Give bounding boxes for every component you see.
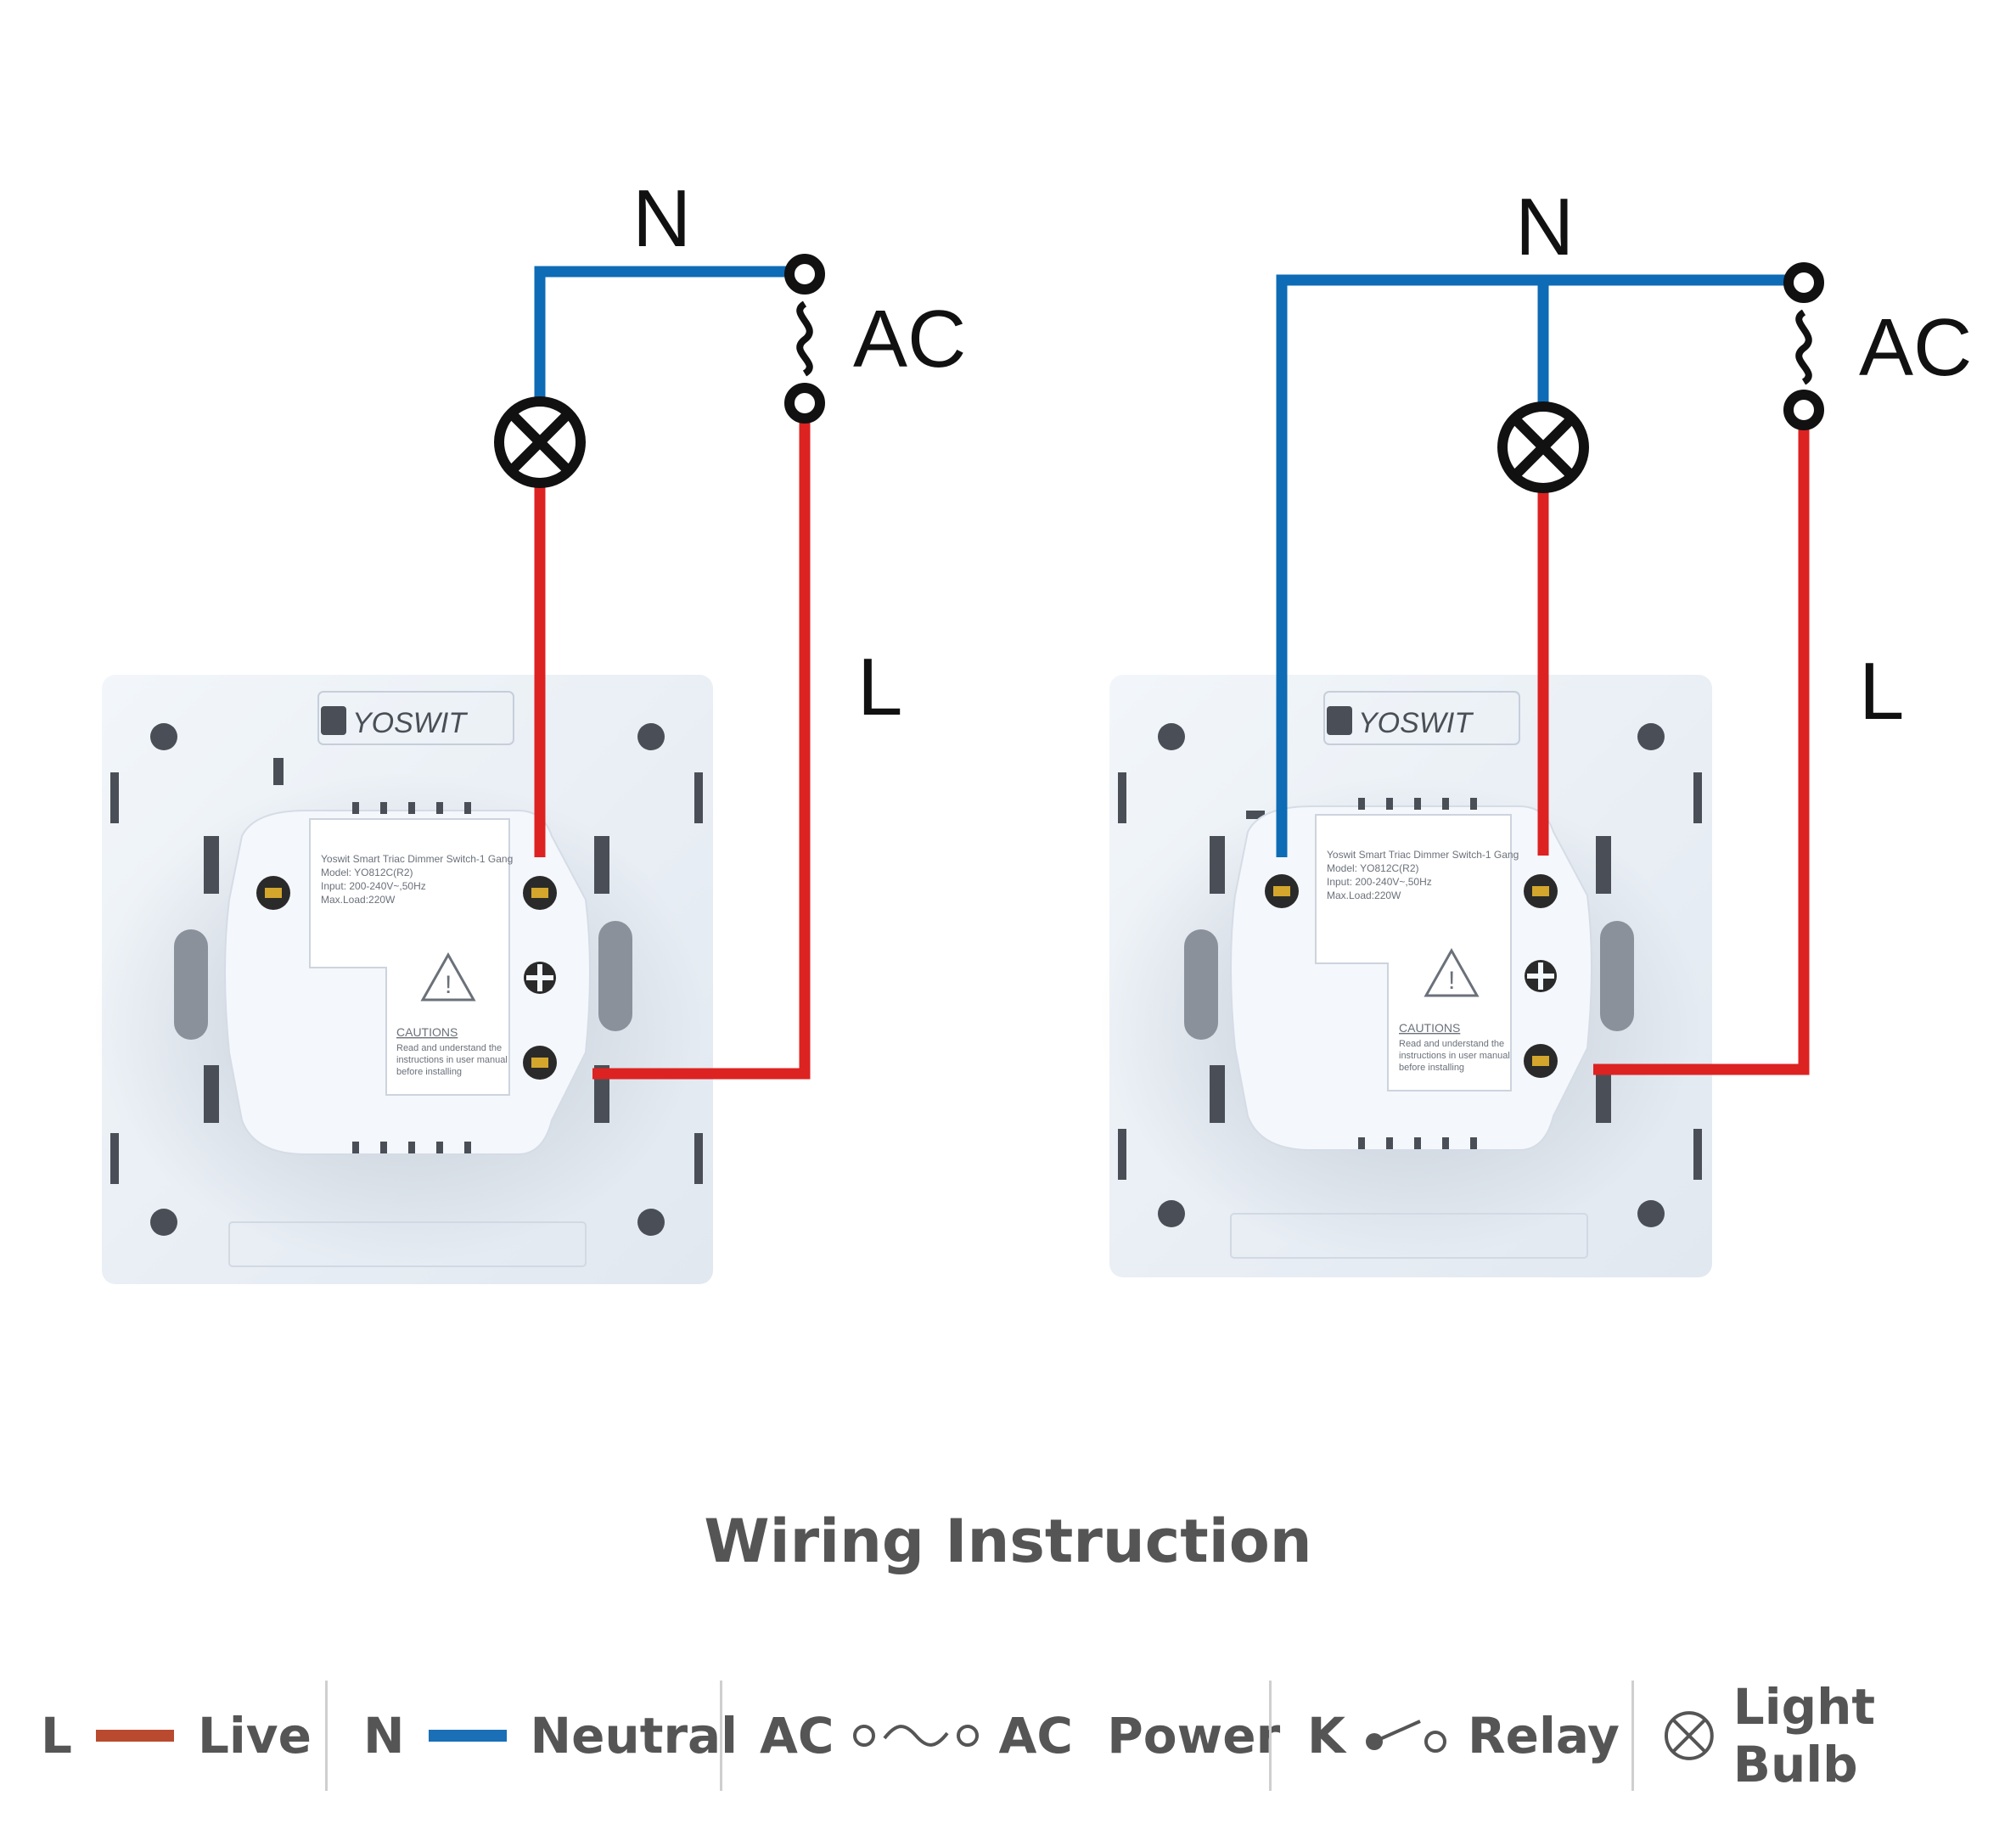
terminal-n-1 [256,876,290,910]
legend-ac-symbol: AC [760,1707,834,1765]
device-label-1: Yoswit Smart Triac Dimmer Switch-1 Gang [321,853,513,865]
neutral-swatch-icon [428,1730,507,1742]
legend-neutral-label: Neutral [530,1707,738,1765]
label-l-1: L [857,642,902,732]
terminal-l-bottom-2 [1524,1044,1558,1078]
label-n-2: N [1515,182,1574,272]
neutral-wire-1 [534,266,805,444]
live-wire-source-2 [1593,426,1810,1075]
device-input-1: Input: 200-240V~,50Hz [321,880,426,892]
ac-source-icon-1 [784,254,825,424]
diagram-2: YOSWIT Yosw [1099,182,1972,1277]
legend-relay: K Relay [1307,1676,1620,1795]
device-load-1: Max.Load:220W [321,894,396,906]
label-n-1: N [632,173,691,264]
label-ac-1: AC [853,294,966,384]
legend-live-label: Live [197,1707,312,1765]
caution-text-1a: Read and understand the [396,1043,502,1053]
diagram-1: YOSWIT [93,173,966,1284]
legend: L Live N Neutral AC AC Power K Relay [0,1676,2016,1795]
svg-text:!: ! [1448,967,1455,995]
neutral-wire-2 [1276,274,1804,857]
light-bulb-icon-1 [494,396,586,488]
caution-text-1c: before installing [396,1067,462,1077]
ac-source-icon-2 [1783,262,1824,430]
legend-divider [1269,1681,1272,1791]
screw-icon-2 [1525,960,1557,992]
relay-switch-icon [1365,1720,1446,1753]
legend-divider [325,1681,328,1791]
legend-divider [720,1681,722,1791]
warning-icon-1 [420,951,476,1002]
caption-title: Wiring Instruction [704,1507,1312,1576]
dimmer-module-2: Yoswit Smart Triac Dimmer Switch-1 Gang … [1230,798,1592,1151]
device-model-1: Model: YO812C(R2) [321,867,413,878]
caution-title-1: CAUTIONS [396,1025,458,1039]
screw-icon-1 [524,962,556,994]
live-wire-source-1 [592,420,811,1080]
ac-source-icon [853,1725,980,1747]
legend-neutral-symbol: N [363,1707,405,1765]
light-bulb-icon [1664,1711,1714,1760]
caution-text-2b: instructions in user manual [1399,1051,1510,1061]
caution-text-2c: before installing [1399,1063,1464,1073]
svg-text:!: ! [445,971,452,999]
legend-neutral: N Neutral [363,1676,738,1795]
label-ac-2: AC [1859,302,1972,393]
live-swatch-icon [95,1730,174,1742]
caution-text-2a: Read and understand the [1399,1039,1504,1049]
terminal-l-top-2 [1524,874,1558,908]
light-bulb-icon-2 [1497,401,1589,493]
caution-text-1b: instructions in user manual [396,1055,508,1065]
legend-live-symbol: L [41,1707,72,1765]
legend-relay-label: Relay [1467,1707,1620,1765]
brand-logo-1: YOSWIT [352,707,468,739]
legend-bulb: Light Bulb [1662,1676,2016,1795]
legend-ac: AC AC Power [760,1676,1280,1795]
terminal-l-bottom-1 [523,1046,557,1080]
legend-bulb-label: Light Bulb [1732,1678,1876,1793]
caution-title-2: CAUTIONS [1399,1021,1460,1035]
warning-icon-2 [1424,947,1480,997]
brand-logo-2: YOSWIT [1358,707,1474,739]
dimmer-module-1: Yoswit Smart Triac Dimmer Switch-1 Gang … [224,802,591,1155]
device-input-2: Input: 200-240V~,50Hz [1327,876,1432,888]
device-load-2: Max.Load:220W [1327,889,1401,901]
legend-ac-label: AC Power [998,1707,1281,1765]
legend-divider [1631,1681,1634,1791]
label-l-2: L [1859,646,1904,737]
device-model-2: Model: YO812C(R2) [1327,862,1419,874]
legend-live: L Live [41,1676,312,1795]
terminal-n-2 [1265,874,1299,908]
legend-relay-symbol: K [1307,1707,1345,1765]
terminal-l-top-1 [523,876,557,910]
device-label-2: Yoswit Smart Triac Dimmer Switch-1 Gang [1327,849,1519,861]
